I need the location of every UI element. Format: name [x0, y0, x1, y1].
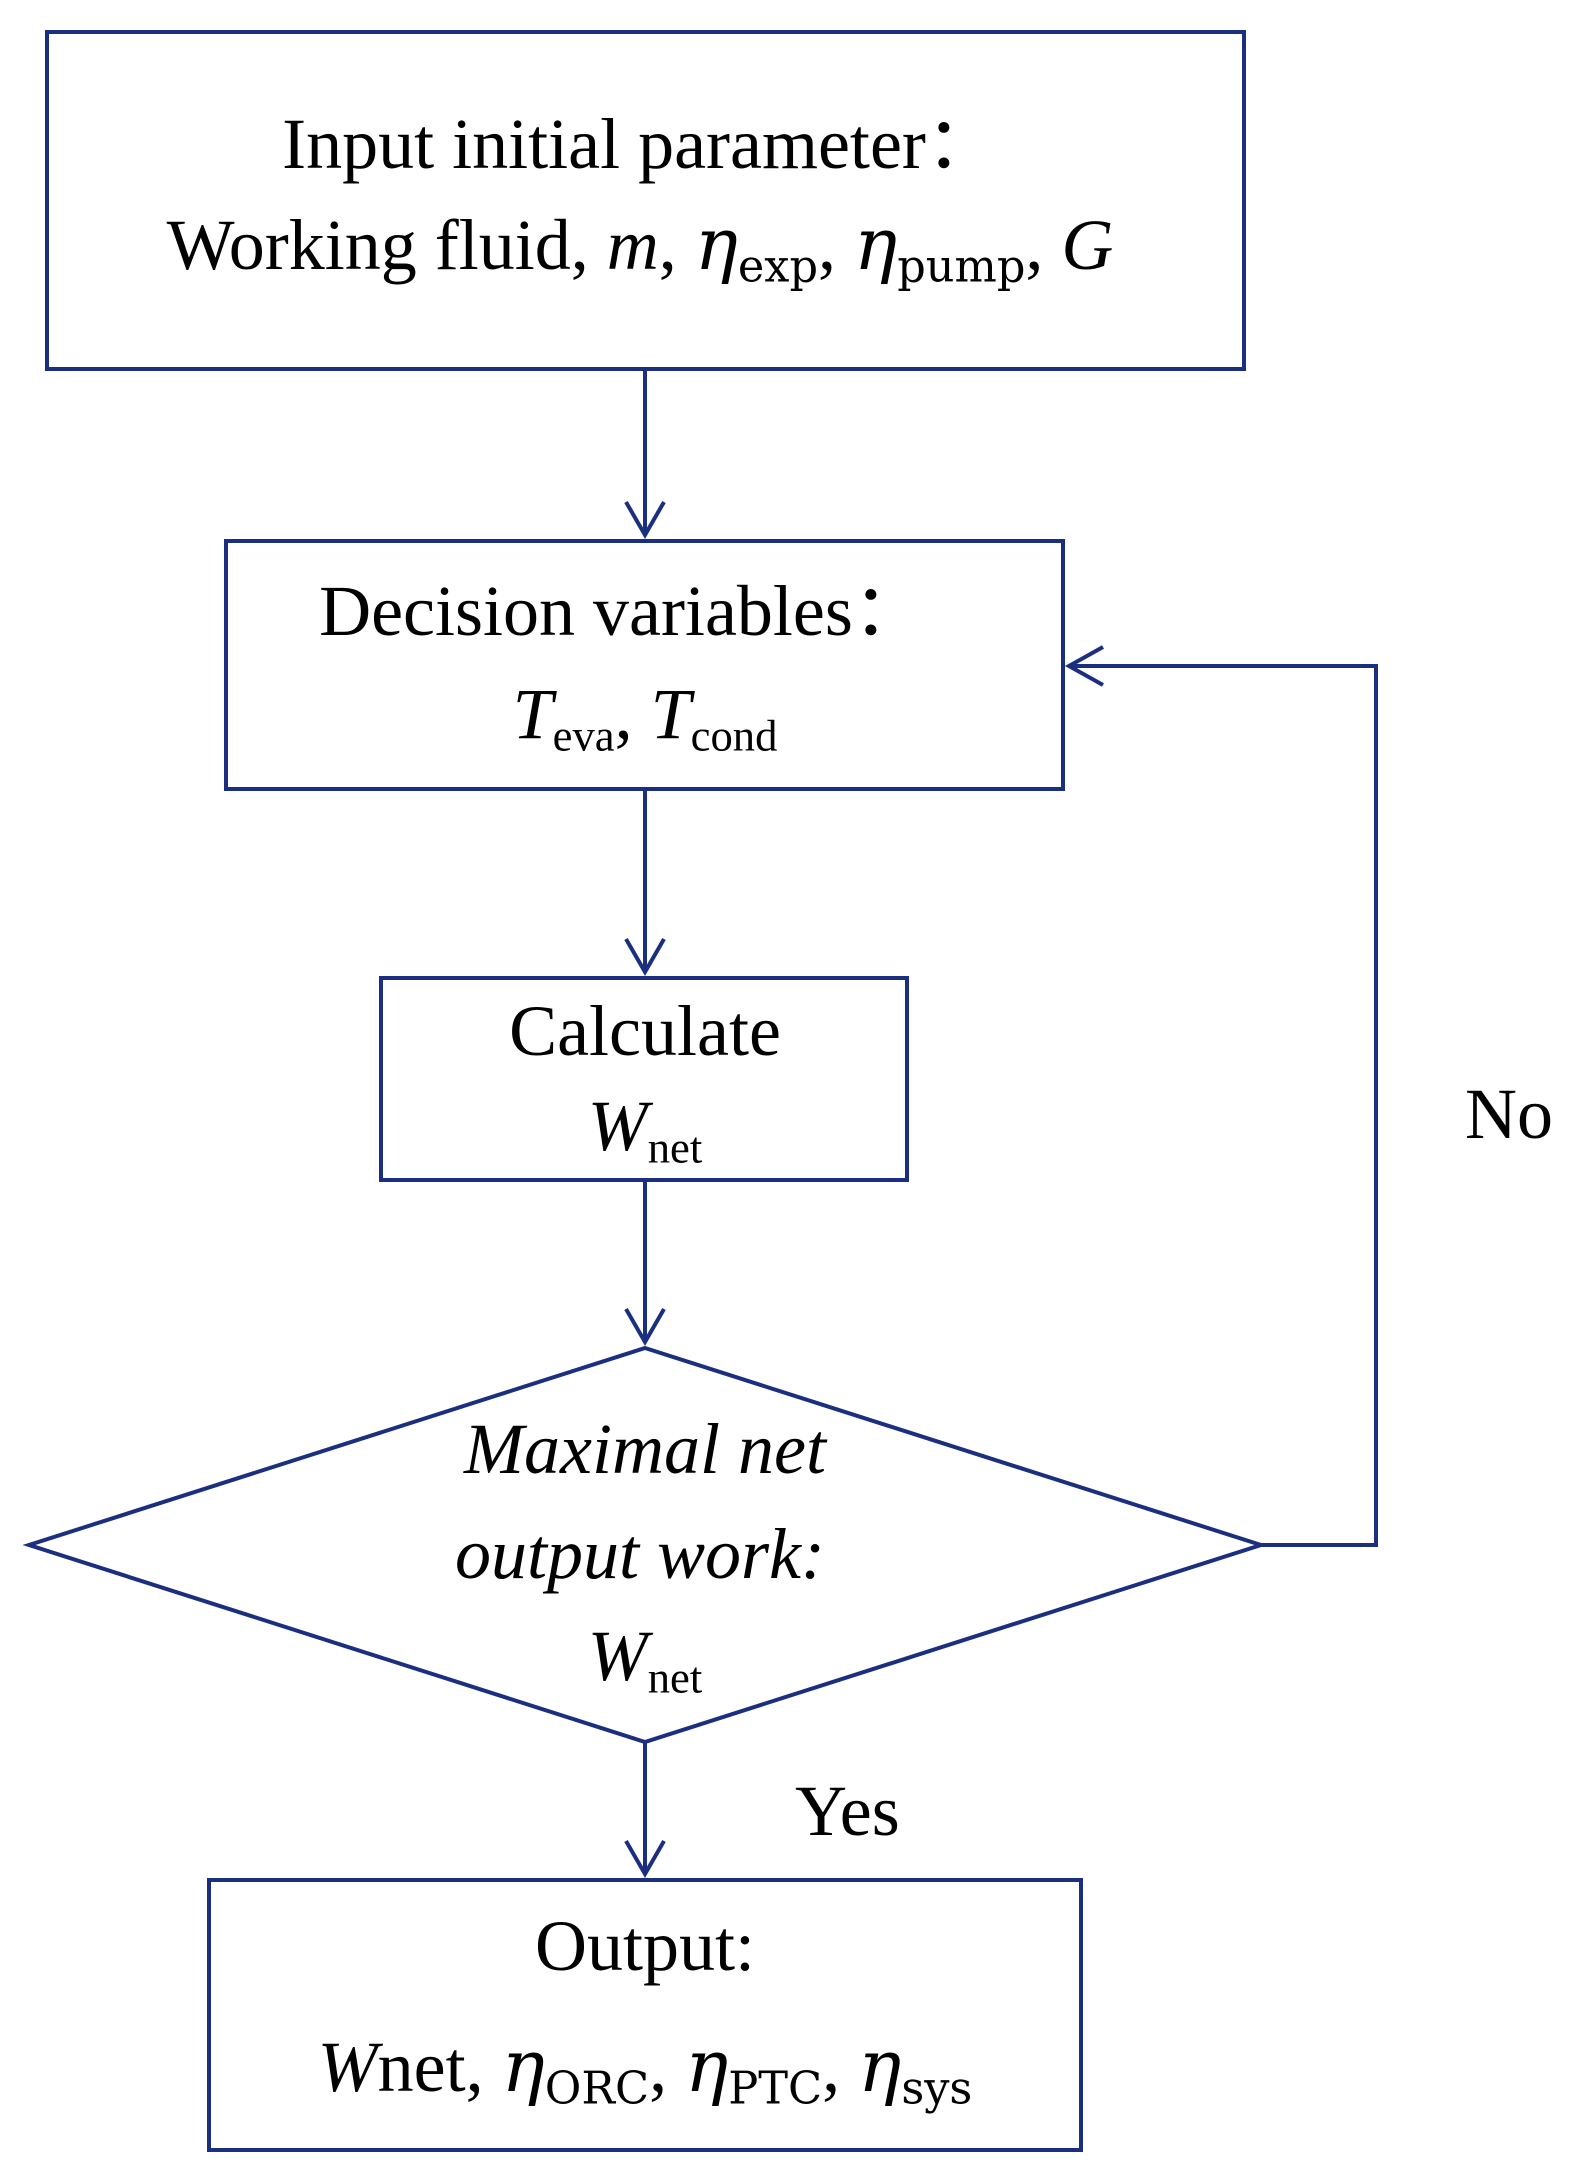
subscript-eva: eva — [552, 710, 615, 761]
subscript-cond: cond — [690, 710, 778, 761]
symbol-W-output: W — [317, 2027, 378, 2107]
symbol-W-net-diamond: Wnet — [587, 1616, 703, 1700]
input-box-line2: Working fluid, m, ηexp, ηpump, G — [167, 208, 1114, 289]
symbol-T-eva: Teva — [512, 674, 615, 758]
calculate-box-line2: Wnet — [588, 1090, 703, 1170]
separator: , — [614, 674, 651, 754]
calculate-title-text: Calculate — [509, 991, 781, 1071]
symbol-W-net: Wnet — [587, 1086, 703, 1170]
subscript-net: net — [647, 1122, 703, 1173]
symbol-G: G — [1061, 205, 1114, 285]
W-glyph: W — [587, 1616, 648, 1696]
symbol-eta-exp: ηexp — [694, 202, 818, 289]
subscript-pump: pump — [897, 240, 1026, 293]
decision-box-line1: Decision variables： — [319, 575, 925, 647]
eta-glyph: η — [858, 2024, 902, 2108]
subscript-exp: exp — [737, 240, 819, 293]
W-glyph: W — [587, 1086, 648, 1166]
eta-glyph: η — [685, 2024, 729, 2108]
arrowhead-input-to-decision — [624, 501, 666, 540]
output-title-text: Output: — [534, 1906, 756, 1986]
subscript-sys: sys — [901, 2062, 973, 2115]
eta-glyph: η — [854, 202, 898, 286]
output-box-line2: Wnet, ηORC, ηPTC, ηsys — [318, 2030, 973, 2111]
decision-title-text: Decision variables： — [319, 571, 925, 651]
calculate-box-line1: Calculate — [509, 995, 781, 1067]
arrowhead-diamond-to-output — [624, 1840, 666, 1879]
eta-glyph: η — [694, 202, 738, 286]
separator: , — [649, 2027, 686, 2107]
separator: , — [658, 205, 695, 285]
T-glyph: T — [650, 674, 691, 754]
input-box-line1: Input initial parameter： — [282, 108, 998, 180]
decision-box-line2: Teva, Tcond — [513, 678, 778, 758]
arrowhead-no-loop — [1064, 645, 1104, 687]
input-box — [45, 30, 1246, 371]
output-box — [207, 1878, 1083, 2152]
input-working-fluid-text: Working fluid, — [166, 205, 607, 285]
symbol-eta-pump: ηpump — [854, 202, 1025, 289]
separator: , — [818, 205, 855, 285]
diamond-text-line2: output work: — [455, 1514, 825, 1594]
label-yes: Yes — [795, 1771, 900, 1851]
symbol-m: m — [606, 205, 659, 285]
subscript-orc: ORC — [544, 2062, 650, 2115]
diamond-line3: Wnet — [588, 1620, 703, 1700]
arrowhead-decision-to-calculate — [624, 938, 666, 977]
separator: , — [1025, 205, 1062, 285]
eta-glyph: η — [501, 2024, 545, 2108]
subscript-ptc: PTC — [728, 2062, 823, 2115]
subscript-net: net — [647, 1652, 703, 1703]
symbol-eta-sys: ηsys — [858, 2024, 972, 2111]
label-no: No — [1465, 1074, 1553, 1154]
input-title-text: Input initial parameter： — [282, 104, 998, 184]
symbol-eta-ptc: ηPTC — [685, 2024, 822, 2111]
diamond-line2: output work: — [455, 1518, 825, 1590]
diamond-line1: Maximal net — [464, 1413, 826, 1485]
arrowhead-calculate-to-diamond — [624, 1308, 666, 1347]
T-glyph: T — [512, 674, 553, 754]
separator: , — [822, 2027, 859, 2107]
symbol-eta-orc: ηORC — [501, 2024, 649, 2111]
output-net-text: net, — [377, 2027, 502, 2107]
symbol-T-cond: Tcond — [650, 674, 778, 758]
diamond-text-line1: Maximal net — [464, 1409, 826, 1489]
arrow-no-loop — [1069, 664, 1378, 1547]
output-box-line1: Output: — [535, 1910, 755, 1982]
